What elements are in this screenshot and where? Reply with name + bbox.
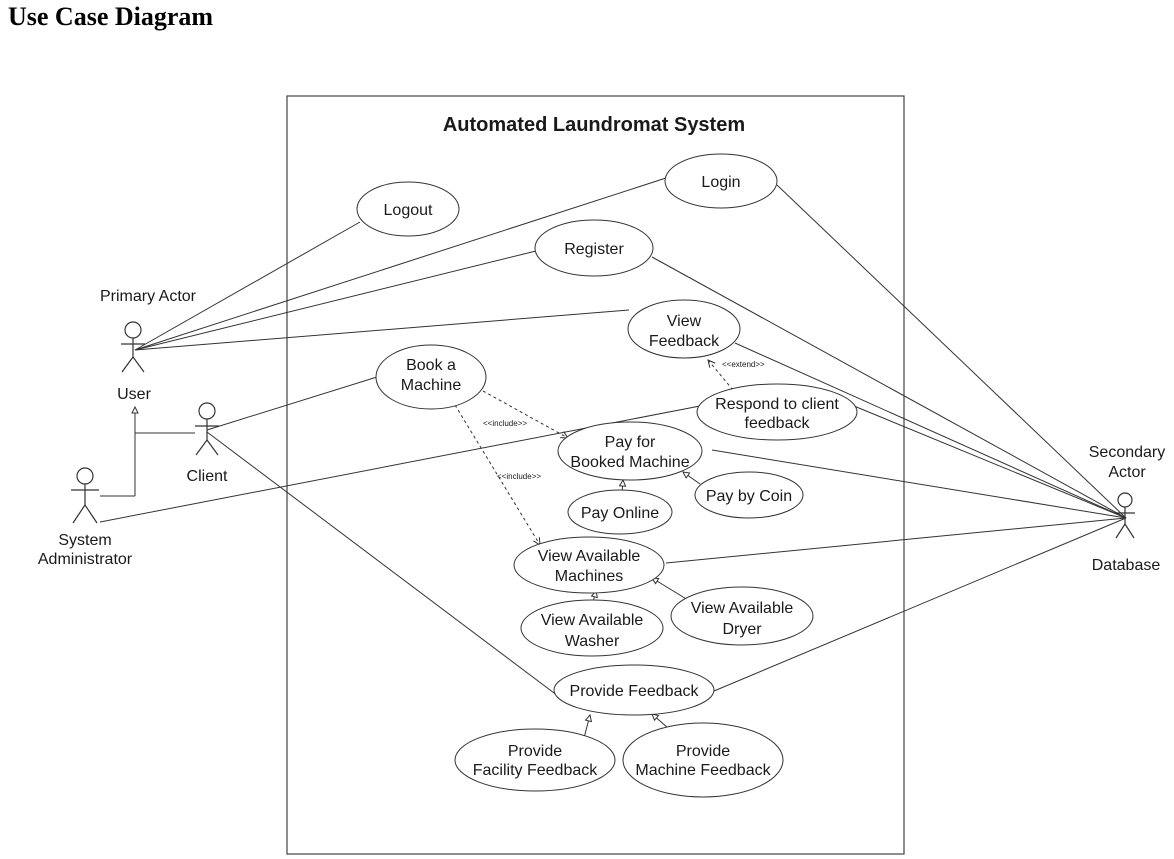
assoc-db-login xyxy=(776,184,1127,519)
stereotype-extend: <<extend>> xyxy=(722,360,765,369)
usecase-pay-online: Pay Online xyxy=(567,489,673,535)
page-heading: Use Case Diagram xyxy=(8,2,214,31)
assoc-db-viewfeedback xyxy=(734,342,1127,519)
usecase-register: Register xyxy=(534,219,654,277)
include-pay xyxy=(482,390,568,438)
assoc-user-login xyxy=(134,177,667,351)
actor-generalization xyxy=(100,407,195,497)
assoc-db-viewmachines xyxy=(665,517,1127,564)
usecase-login: Login xyxy=(664,153,778,209)
assoc-db-paybooked xyxy=(711,449,1127,519)
svg-text:Pay Online: Pay Online xyxy=(581,505,659,522)
stereotype-include-pay: <<include>> xyxy=(483,419,527,428)
assoc-db-respond xyxy=(853,405,1127,519)
svg-text:Login: Login xyxy=(701,174,740,191)
assoc-user-viewfeedback xyxy=(134,309,630,351)
actor-system-administrator xyxy=(71,467,99,524)
actor-database xyxy=(1115,492,1135,539)
actor-user-label: User xyxy=(117,386,151,403)
system-title: Automated Laundromat System xyxy=(443,114,745,136)
usecase-pay-by-coin: Pay by Coin xyxy=(694,471,804,519)
stereotype-include-view: <<include>> xyxy=(497,472,541,481)
primary-actor-caption: Primary Actor xyxy=(100,288,197,305)
usecase-provide-feedback: Provide Feedback xyxy=(553,664,715,716)
usecase-logout: Logout xyxy=(356,181,460,237)
svg-text:Logout: Logout xyxy=(384,202,433,219)
svg-text:Pay by Coin: Pay by Coin xyxy=(706,488,792,505)
actor-client xyxy=(195,402,219,456)
assoc-db-register xyxy=(651,256,1127,519)
assoc-client-book xyxy=(206,376,378,431)
svg-text:Register: Register xyxy=(564,241,624,258)
system-boundary xyxy=(286,95,905,855)
actor-database-label: Database xyxy=(1092,557,1161,574)
extend-respond xyxy=(708,360,734,391)
assoc-client-providefeedback xyxy=(206,431,571,706)
dependencies xyxy=(454,360,734,545)
svg-text:Provide Feedback: Provide Feedback xyxy=(570,683,700,700)
actor-client-label: Client xyxy=(187,468,228,485)
assoc-user-register xyxy=(134,250,537,351)
assoc-db-providefeedback xyxy=(713,517,1127,692)
assoc-user-logout xyxy=(134,221,361,351)
actor-user xyxy=(121,321,145,373)
